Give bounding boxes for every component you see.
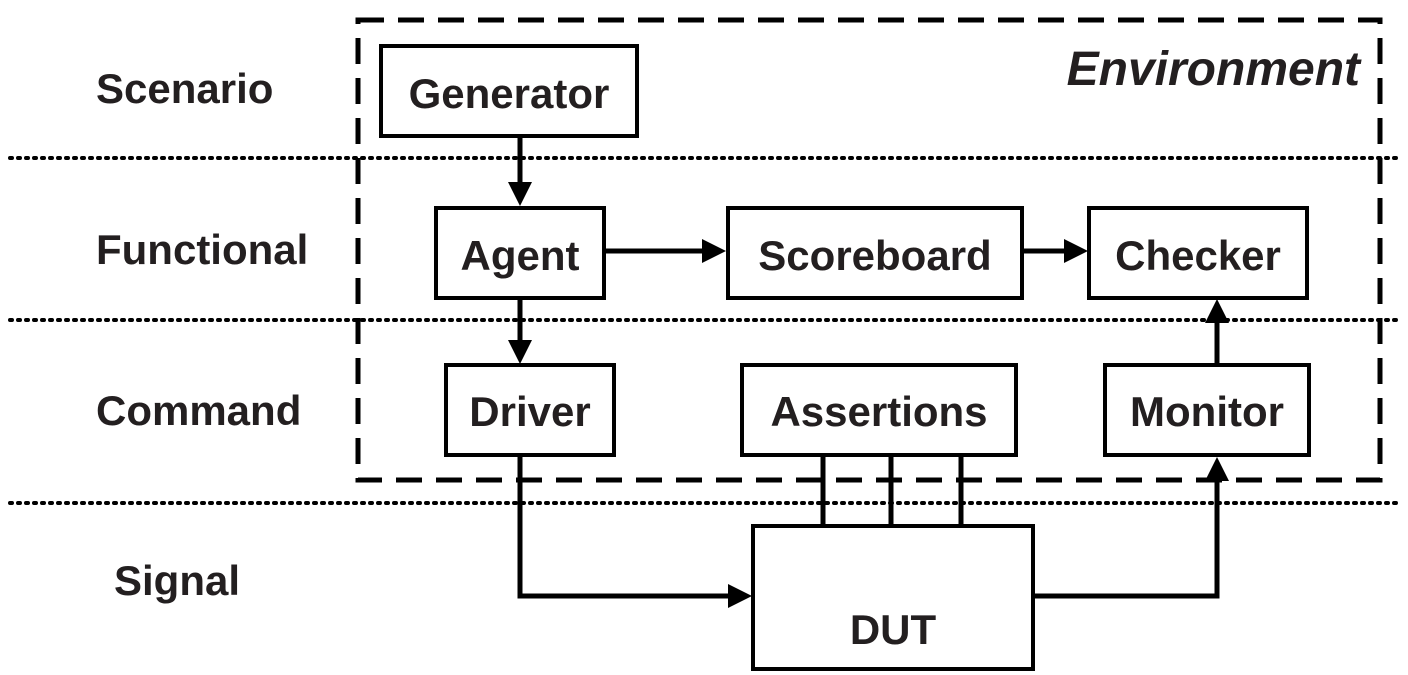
generator-label: Generator: [409, 70, 610, 117]
arrowhead-monitor-checker: [1205, 299, 1229, 323]
assertions-label: Assertions: [770, 388, 987, 435]
monitor-block: Monitor: [1103, 363, 1311, 457]
generator-block: Generator: [379, 44, 639, 138]
arrowhead-dut-monitor: [1205, 457, 1229, 481]
arrowhead-agent-driver: [508, 340, 532, 364]
arrowhead-generator-agent: [508, 182, 532, 206]
dut-label: DUT: [850, 606, 937, 653]
arrowhead-scoreboard-checker: [1064, 239, 1088, 263]
arrowhead-driver-dut: [728, 584, 752, 608]
layer-label-scenario: Scenario: [96, 65, 273, 112]
driver-block: Driver: [444, 363, 616, 457]
environment-border: [355, 17, 1383, 483]
environment-label: Environment: [1067, 43, 1362, 96]
driver-label: Driver: [469, 388, 590, 435]
dut-block: DUT: [751, 524, 1035, 671]
checker-block: Checker: [1087, 206, 1309, 300]
layer-label-functional: Functional: [96, 226, 308, 273]
wire-driver-dut: [517, 456, 732, 599]
scoreboard-block: Scoreboard: [726, 206, 1024, 300]
agent-label: Agent: [461, 232, 580, 279]
wire-dut-monitor: [1033, 478, 1220, 599]
checker-label: Checker: [1115, 232, 1281, 279]
layer-label-command: Command: [96, 387, 301, 434]
assertions-block: Assertions: [740, 363, 1018, 457]
arrowhead-agent-scoreboard: [702, 239, 726, 263]
monitor-label: Monitor: [1130, 388, 1284, 435]
scoreboard-label: Scoreboard: [758, 232, 991, 279]
agent-block: Agent: [434, 206, 606, 300]
layer-label-signal: Signal: [114, 557, 240, 604]
